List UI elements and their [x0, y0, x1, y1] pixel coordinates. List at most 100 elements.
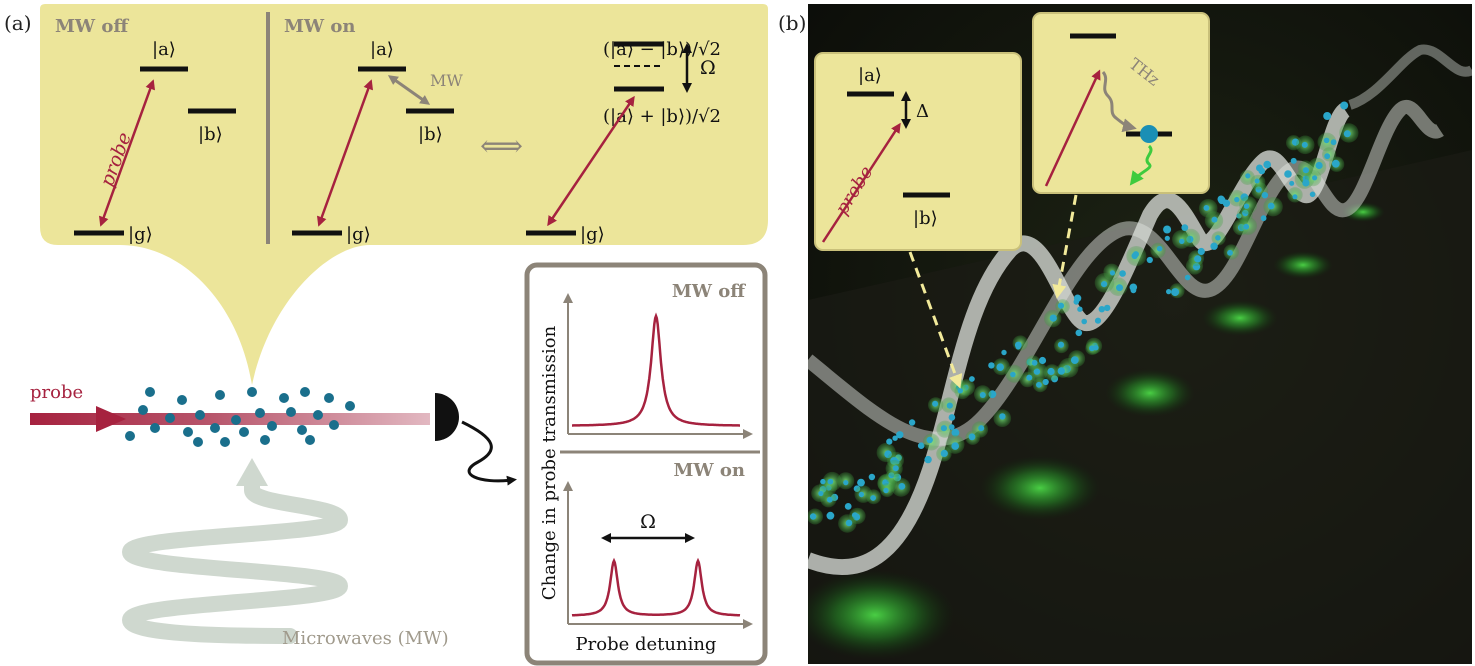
microwaves-label: Microwaves (MW)	[282, 628, 449, 649]
helix-atoms	[808, 101, 1359, 533]
helix-atom	[1075, 329, 1083, 337]
helix-atom	[1301, 141, 1308, 148]
inset1-pointer	[908, 251, 963, 389]
helix-atom	[1267, 202, 1275, 210]
helix-atom	[1094, 317, 1102, 324]
helix-atom	[1166, 289, 1172, 295]
inset1-state-a-label: |a⟩	[858, 65, 882, 86]
helix-atom	[1261, 192, 1269, 199]
glow-spots	[808, 202, 1385, 660]
state-g-off-label: |g⟩	[128, 224, 153, 245]
panel-a-label: (a)	[4, 11, 32, 35]
omega-label: Ω	[700, 57, 716, 79]
state-a-on-label: |a⟩	[370, 39, 394, 60]
helix-atom	[1031, 359, 1038, 366]
helix-atom	[1197, 247, 1205, 256]
helix-atom	[969, 376, 975, 382]
helix-atom	[1109, 270, 1116, 276]
curve-mw-on	[571, 557, 741, 617]
helix-atom	[1234, 196, 1240, 203]
inset2-box	[1032, 12, 1210, 194]
mw-off-title: MW off	[55, 16, 129, 37]
helix-atom	[1330, 139, 1337, 146]
helix-atom	[924, 455, 932, 464]
helix-atom	[1093, 345, 1099, 351]
helix-atom	[1057, 341, 1065, 348]
helix-atom	[1042, 378, 1049, 386]
helix-atom	[1098, 306, 1106, 313]
inset1-delta-label: Δ	[916, 101, 929, 122]
state-g-on-label: |g⟩	[346, 224, 371, 245]
helix-atom	[1026, 374, 1033, 381]
helix-atom	[1179, 238, 1185, 244]
helix-atom	[940, 425, 948, 432]
helix-atom	[1302, 167, 1309, 174]
helix-atom	[1218, 196, 1226, 205]
helix-atom	[908, 419, 916, 426]
helix-atom	[1038, 356, 1047, 365]
panel-b-label: (b)	[778, 11, 806, 35]
helix-atom	[844, 503, 852, 510]
bottom-plot-title: MW on	[674, 460, 746, 481]
mw-transition-label: MW	[430, 71, 463, 90]
helix-atom	[1284, 170, 1292, 178]
top-plot-title: MW off	[672, 281, 746, 302]
helix-atom	[868, 473, 876, 481]
helix-atom	[896, 431, 904, 439]
plot-xlabel: Probe detuning	[576, 634, 717, 655]
probe-transition-off	[99, 79, 155, 227]
rendering-scene: |a⟩ Δ |b⟩ probe THz	[808, 4, 1472, 664]
probe-beam-arrowhead	[96, 406, 126, 432]
helix-atom	[1203, 205, 1210, 211]
helix-atom	[826, 496, 833, 503]
helix-atom	[988, 362, 995, 369]
state-g-dressed-label: |g⟩	[580, 224, 605, 245]
microwave-wave	[121, 470, 349, 644]
helix-atom	[1181, 224, 1189, 232]
probe-transition-dressed	[547, 95, 635, 227]
helix-atom	[1104, 304, 1111, 312]
helix-atom	[1146, 256, 1153, 264]
inset2-thz-arrow	[1101, 71, 1137, 133]
helix-atom	[1211, 216, 1218, 223]
helix-atom	[1215, 235, 1221, 241]
helix-atom	[1315, 161, 1323, 170]
helix-atom	[932, 400, 939, 407]
helix-atom	[870, 495, 876, 501]
helix-atom	[926, 436, 933, 444]
helix-atom	[948, 414, 956, 421]
helix-atom	[946, 402, 953, 409]
helix-atom	[1312, 175, 1318, 181]
helix-atom	[827, 478, 834, 485]
helix-atom	[1323, 137, 1330, 144]
helix-atom	[1260, 215, 1267, 222]
atom-cloud	[125, 387, 355, 447]
helix-atom	[1073, 299, 1080, 305]
helix-atom	[1132, 251, 1139, 258]
photodetector	[435, 393, 459, 441]
helix-atom	[820, 478, 826, 485]
helix-atom	[1010, 371, 1016, 378]
helix-atom	[818, 490, 824, 497]
helix-atom	[1324, 153, 1331, 160]
helix-atom	[845, 519, 853, 527]
helix-atom	[1070, 356, 1079, 364]
helix-atom	[857, 478, 865, 487]
helix-atom	[1081, 318, 1087, 325]
helix-atom	[886, 438, 893, 445]
helix-atom	[1101, 281, 1108, 288]
helix-atom	[917, 442, 925, 450]
plot-ylabel: Change in probe transmission	[539, 325, 560, 600]
helix-atom	[1343, 130, 1351, 138]
helix-atom	[1057, 302, 1065, 309]
helix-atom	[1163, 225, 1172, 234]
split-label: Ω	[640, 511, 656, 533]
state-b-off-label: |b⟩	[198, 124, 223, 145]
inset1-probe-arrow	[821, 122, 901, 243]
helix-atom	[948, 424, 955, 430]
curve-mw-off	[572, 312, 740, 427]
helix-atom	[1290, 157, 1297, 164]
helix-atom	[940, 449, 948, 457]
helix-atom	[1001, 349, 1007, 356]
